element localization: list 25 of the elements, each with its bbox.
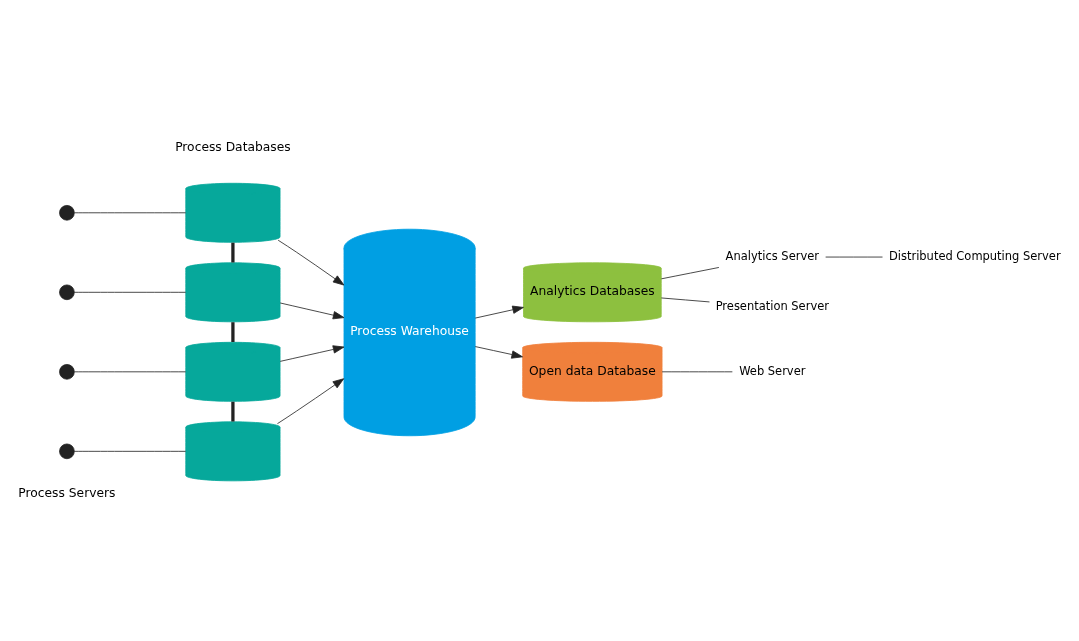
node-circle: [59, 204, 75, 221]
connector: [74, 370, 187, 372]
connector: [74, 450, 187, 452]
arrow: [474, 305, 524, 318]
node-text: Distributed Computing Server: [888, 248, 1061, 263]
node-circle: [59, 363, 75, 380]
label: Process Databases: [175, 139, 291, 154]
node-text: Web Server: [739, 363, 806, 378]
connector: [74, 291, 187, 293]
arrow: [277, 377, 345, 424]
connector: [231, 321, 235, 342]
connector: [231, 401, 235, 421]
node-circle: [59, 443, 75, 459]
arrow: [277, 239, 345, 285]
node-text: Presentation Server: [715, 298, 829, 313]
node-circle: [59, 284, 75, 300]
connector: [231, 242, 235, 262]
connector: [660, 297, 710, 302]
node-text: Analytics Server: [725, 248, 819, 263]
arrow: [279, 344, 345, 362]
arrow: [279, 302, 345, 319]
connector: [660, 266, 720, 279]
label: Process Servers: [18, 485, 116, 500]
connector: [74, 211, 187, 213]
arrow: [474, 345, 523, 359]
